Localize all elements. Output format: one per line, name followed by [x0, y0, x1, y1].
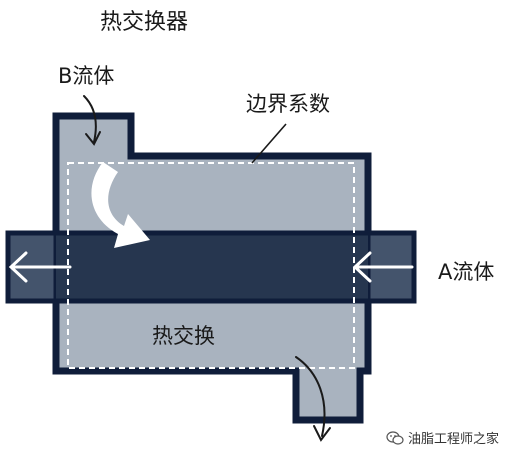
boundary-leader [251, 123, 287, 164]
system-boundary [67, 162, 355, 369]
b-fluid-inlet-arrow [83, 95, 101, 146]
tube-channel [56, 233, 368, 301]
b-fluid-outlet-arrow [295, 356, 331, 442]
a-fluid-label: A流体 [438, 260, 495, 284]
b-fluid-label: B流体 [58, 64, 115, 88]
boundary-label: 边界系数 [246, 92, 330, 116]
watermark: 油脂工程师之家 [386, 428, 499, 447]
watermark-text: 油脂工程师之家 [408, 432, 500, 447]
wechat-icon [386, 430, 404, 445]
a-fluid-outlet-arrow [8, 251, 72, 283]
b-fluid-flow-arrow [91, 162, 150, 248]
a-fluid-inlet-arrow [352, 251, 414, 283]
heat-exchange-label: 热交换 [152, 324, 215, 348]
diagram-title: 热交换器 [100, 10, 189, 35]
